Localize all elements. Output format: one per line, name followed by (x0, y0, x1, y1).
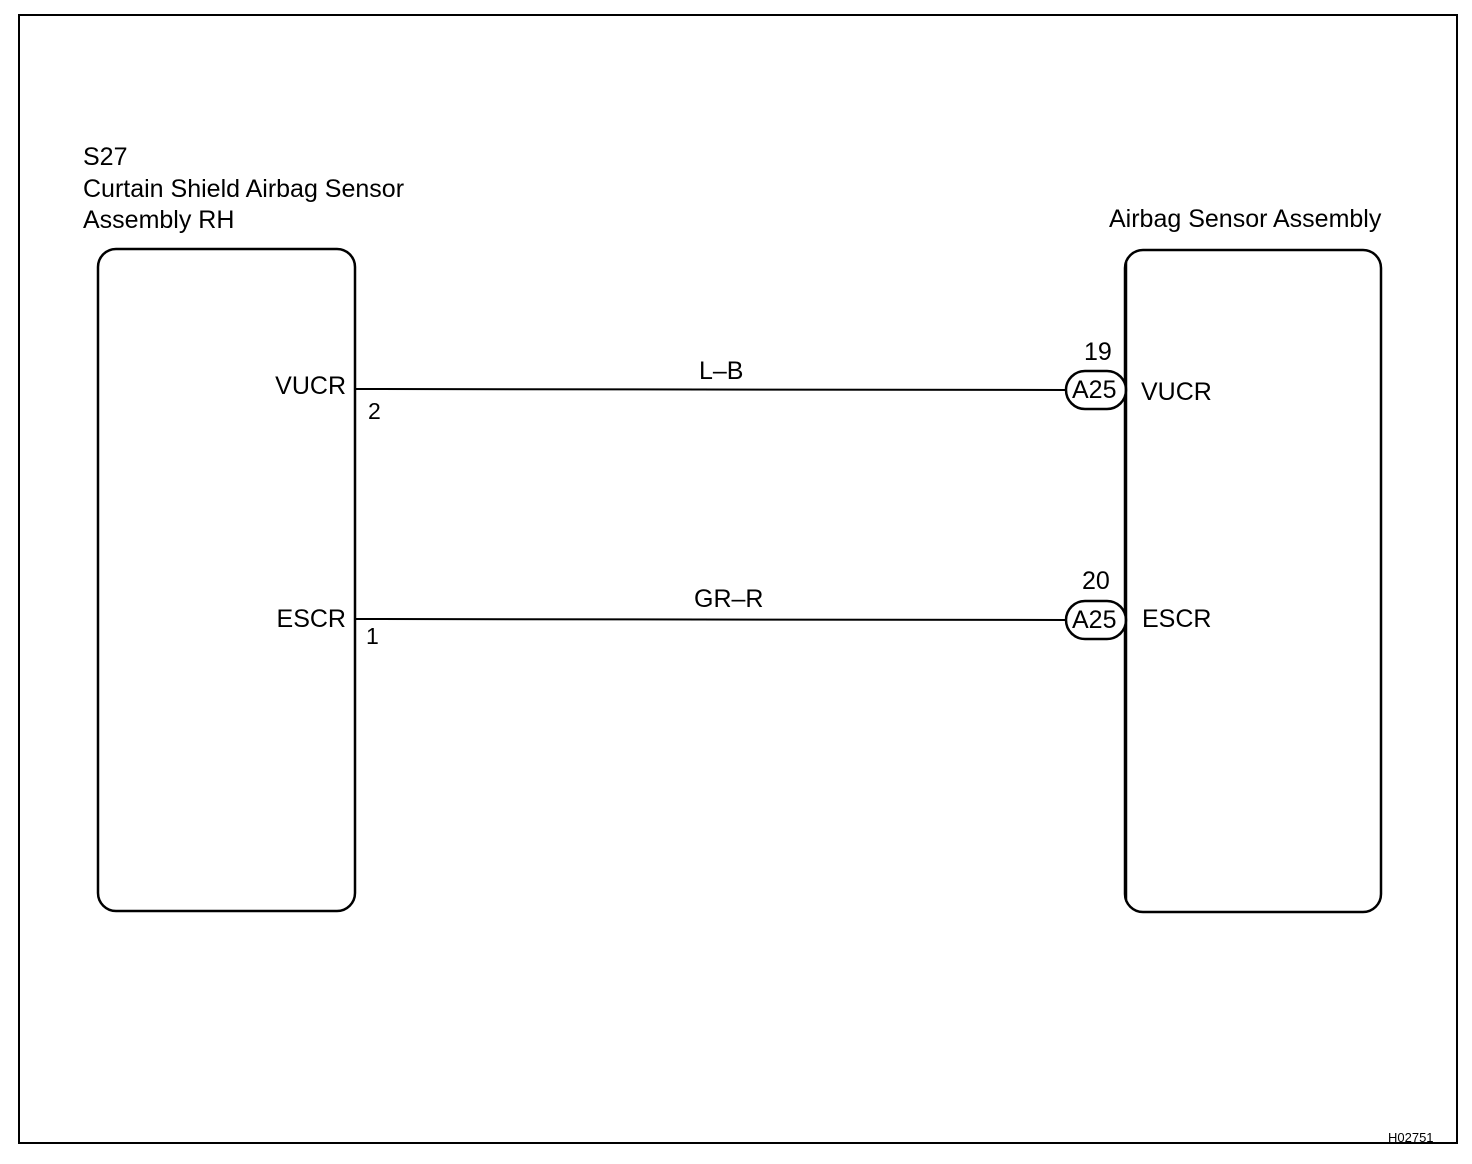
diagram-frame (18, 14, 1458, 1144)
right-pin-signal-vucr: VUCR (1141, 378, 1212, 406)
left-component-box (96, 247, 357, 913)
left-component-code: S27 (83, 143, 128, 171)
right-component-name: Airbag Sensor Assembly (1109, 205, 1382, 233)
left-pin-number-escr: 1 (366, 623, 379, 649)
wire-vucr (354, 388, 1067, 391)
right-pin-number-vucr: 19 (1084, 338, 1112, 366)
right-pin-number-escr: 20 (1082, 567, 1110, 595)
left-component-name-line2: Assembly RH (83, 206, 235, 234)
left-pin-number-vucr: 2 (368, 398, 381, 424)
left-pin-signal-vucr: VUCR (275, 372, 346, 400)
left-component-name-line1: Curtain Shield Airbag Sensor (83, 175, 405, 203)
left-pin-signal-escr: ESCR (276, 605, 346, 633)
wire-escr (354, 618, 1067, 621)
right-component-box (1123, 248, 1383, 914)
connector-label-escr: A25 (1072, 606, 1117, 634)
connector-label-vucr: A25 (1072, 376, 1117, 404)
right-pin-signal-escr: ESCR (1142, 605, 1212, 633)
figure-id: H02751 (1388, 1130, 1434, 1145)
wire-color-vucr: L–B (699, 357, 744, 385)
wire-color-escr: GR–R (694, 585, 764, 613)
